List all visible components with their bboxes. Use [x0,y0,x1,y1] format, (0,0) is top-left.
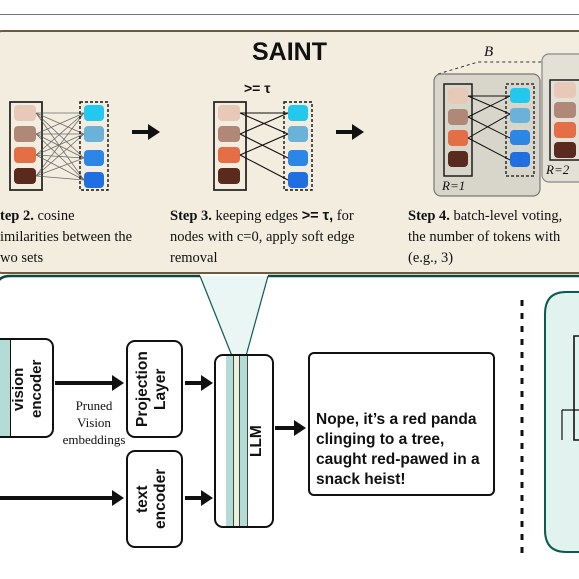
r2-image-token [554,122,576,138]
r2-image-token [554,142,576,158]
llm-box: LLM [214,354,274,528]
step2-text-token [84,172,104,188]
tau-threshold-label: >= τ [244,80,271,96]
step3-text-line: nodes with c=0, apply soft edge [170,229,355,245]
step2-text-token-column [79,101,109,191]
step3-label: Step 3. [170,208,212,224]
r2-label: R=2 [546,162,570,177]
step3-text-token [288,126,308,142]
r2-image-token [554,102,576,118]
step2-image-token [14,147,36,163]
step2-image-token [14,168,36,184]
r2-image-token-column [549,79,579,161]
step3-image-token-column [213,101,247,191]
text-encoder-label: text encoder [134,468,169,530]
step2-image-token [14,105,36,121]
step3-caption: Step 3. keeping edges >= τ, for nodes wi… [170,206,395,269]
pipeline-panel-border [0,274,200,281]
step3-text-token-column [283,101,313,191]
step2-graph [9,101,109,191]
llm-layer-stripe [240,356,248,526]
step4-text-line: the number of tokens with [408,229,561,245]
vision-encoder-label: vision encoder [10,359,45,419]
step3-text-line: removal [170,250,218,266]
llm-layer-stripe [234,356,240,526]
step2-label: tep 2. [0,208,34,224]
pruned-label-line: embeddings [62,432,126,447]
step3-text-token [288,172,308,188]
step2-image-token-column [9,101,43,191]
r1-image-token [448,109,468,125]
step3-image-token [218,126,240,142]
r1-text-token [510,108,530,123]
answer-box: Nope, it’s a red panda clinging to a tre… [308,352,495,496]
step3-image-token [218,168,240,184]
r1-text-token [510,88,530,103]
pipeline-arrows [0,375,306,506]
r1-image-token [448,130,468,146]
r1-label: R=1 [442,178,466,193]
pruned-label-line: Vision [77,415,111,430]
step3-graph [213,101,313,191]
step3-kept-edges [239,112,289,181]
step2-image-token [14,126,36,142]
r1-edges [467,95,511,161]
top-divider [0,14,579,15]
step3-image-token [218,147,240,163]
step4-label: Step 4. [408,208,450,224]
pruned-label-line: Pruned [75,398,113,413]
zoom-spotlight [200,276,268,356]
r1-text-token [510,130,530,145]
batch-label: B [484,44,494,60]
arrow-step3-to-step4 [336,124,364,140]
step3-text: keeping edges [215,208,299,224]
step3-operator: >= τ, [301,208,334,224]
saint-title: SAINT [252,38,327,66]
projection-layer-box: Projection Layer [126,340,183,438]
step3-text-token [288,105,308,121]
pruned-embeddings-label: Pruned Vision embeddings [58,397,130,448]
llm-layer-stripe [226,356,234,526]
step3-text: for [336,208,354,224]
vision-encoder-stripe [0,340,11,436]
r1-image-token [448,151,468,167]
answer-text: Nope, it’s a red panda clinging to a tre… [316,411,480,488]
step4-text: batch-level voting, [453,208,563,224]
text-encoder-box: text encoder [126,450,183,548]
step2-similarity-edges [35,112,85,181]
step2-text-token [84,126,104,142]
arrow-step2-to-step3 [132,124,160,140]
step2-caption: tep 2. cosine imilarities between the wo… [0,206,165,269]
step2-text-token [84,150,104,166]
step4-batch [433,53,579,197]
zoom-line [199,275,233,357]
r1-image-token-column [443,83,473,177]
step3-text-token [288,150,308,166]
step2-text-line: wo sets [0,250,44,266]
right-partial-panel [544,291,579,553]
projection-layer-label: Projection Layer [134,351,169,427]
r1-image-token [448,88,468,104]
step3-image-token [218,105,240,121]
step4-text-line: (e.g., 3) [408,250,454,266]
r1-text-token [510,152,530,167]
step2-text-line: cosine [37,208,75,224]
zoom-line [245,275,269,357]
llm-label: LLM [248,425,265,457]
step4-caption: Step 4. batch-level voting, the number o… [408,206,579,269]
step2-text-line: imilarities between the [0,229,133,245]
step2-text-token [84,105,104,121]
r2-image-token [554,82,576,98]
vision-encoder-box: vision encoder [0,338,54,438]
